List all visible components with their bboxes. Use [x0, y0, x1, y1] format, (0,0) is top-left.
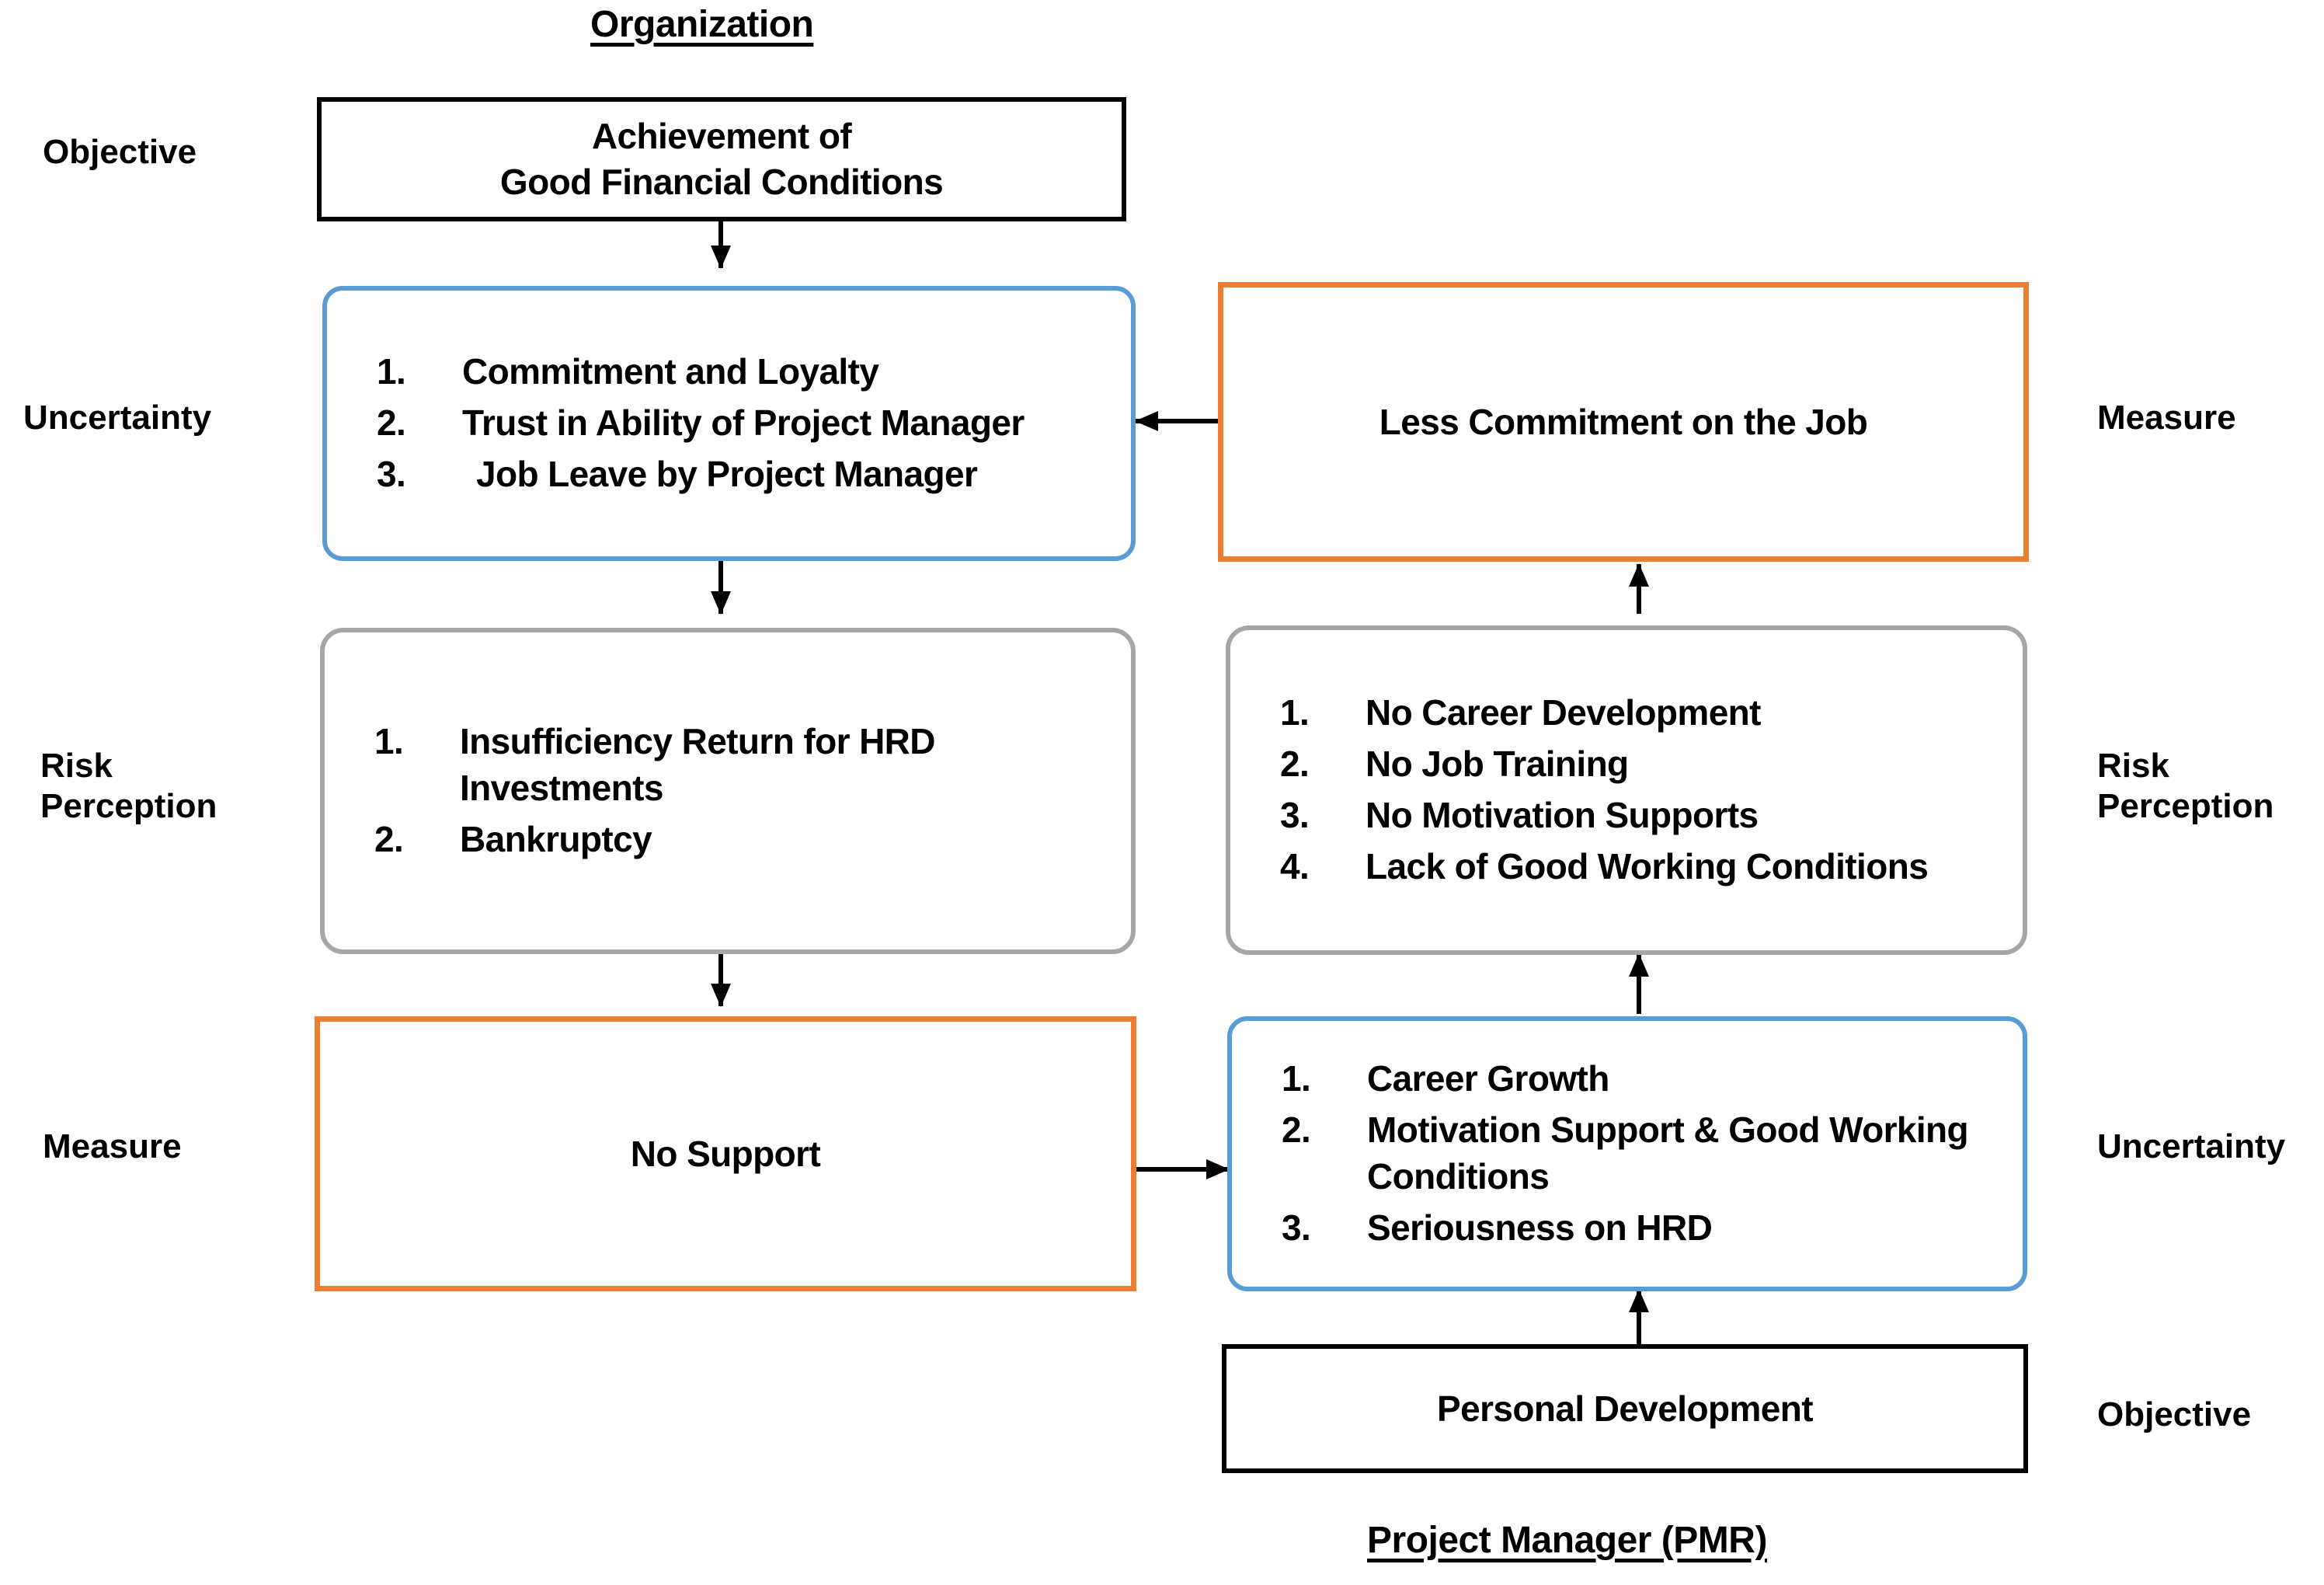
- box-org-measure[interactable]: No Support: [315, 1016, 1136, 1291]
- row-label-right-risk-perception: Risk Perception: [2097, 747, 2274, 825]
- row-label-left-objective: Objective: [43, 133, 197, 171]
- row-label-left-risk-perception: Risk Perception: [40, 747, 217, 825]
- row-label-right-uncertainty: Uncertainty: [2097, 1127, 2286, 1165]
- list-item: No Motivation Supports: [1280, 792, 1759, 839]
- box-org-objective-text: Achievement of Good Financial Conditions: [322, 113, 1122, 205]
- list-item: Trust in Ability of Project Manager: [377, 400, 1025, 447]
- list-item: Career Growth: [1282, 1056, 1609, 1103]
- list-item: Lack of Good Working Conditions: [1280, 844, 1929, 890]
- box-pmr-risk-perception-list: No Career Development No Job Training No…: [1230, 690, 2023, 890]
- row-label-right-measure: Measure: [2097, 399, 2236, 437]
- box-org-objective-line1: Achievement of: [591, 116, 852, 157]
- section-title-organization: Organization: [590, 4, 814, 45]
- row-label-left-uncertainty: Uncertainty: [23, 399, 212, 437]
- row-label-right-objective: Objective: [2097, 1395, 2252, 1433]
- box-org-objective[interactable]: Achievement of Good Financial Conditions: [317, 97, 1126, 221]
- box-org-uncertainty-list: Commitment and Loyalty Trust in Ability …: [327, 349, 1131, 497]
- list-item: Commitment and Loyalty: [377, 349, 879, 395]
- list-item: Insufficiency Return for HRD Investments: [374, 719, 936, 809]
- box-pmr-uncertainty[interactable]: Career Growth Motivation Support & Good …: [1227, 1016, 2027, 1291]
- box-org-risk-perception-list: Insufficiency Return for HRD Investments…: [325, 719, 1131, 862]
- list-item: Seriousness on HRD: [1282, 1205, 1713, 1252]
- list-item: Bankruptcy: [374, 817, 652, 863]
- box-org-uncertainty[interactable]: Commitment and Loyalty Trust in Ability …: [322, 286, 1136, 561]
- box-org-measure-label: No Support: [630, 1133, 821, 1174]
- box-pmr-uncertainty-list: Career Growth Motivation Support & Good …: [1232, 1056, 2023, 1251]
- list-item: Motivation Support & Good Working Condit…: [1282, 1107, 1969, 1197]
- box-pmr-measure-label: Less Commitment on the Job: [1379, 401, 1868, 442]
- box-pmr-objective[interactable]: Personal Development: [1222, 1344, 2028, 1473]
- row-label-left-measure: Measure: [43, 1127, 182, 1165]
- box-org-objective-line2: Good Financial Conditions: [499, 162, 944, 202]
- box-pmr-risk-perception[interactable]: No Career Development No Job Training No…: [1226, 625, 2027, 955]
- section-title-project-manager: Project Manager (PMR): [1367, 1520, 1767, 1561]
- list-item: No Career Development: [1280, 690, 1762, 737]
- box-org-risk-perception[interactable]: Insufficiency Return for HRD Investments…: [320, 628, 1136, 954]
- box-pmr-objective-label: Personal Development: [1437, 1388, 1814, 1429]
- box-pmr-measure[interactable]: Less Commitment on the Job: [1218, 282, 2029, 562]
- list-item: No Job Training: [1280, 741, 1629, 788]
- list-item: Job Leave by Project Manager: [377, 451, 978, 498]
